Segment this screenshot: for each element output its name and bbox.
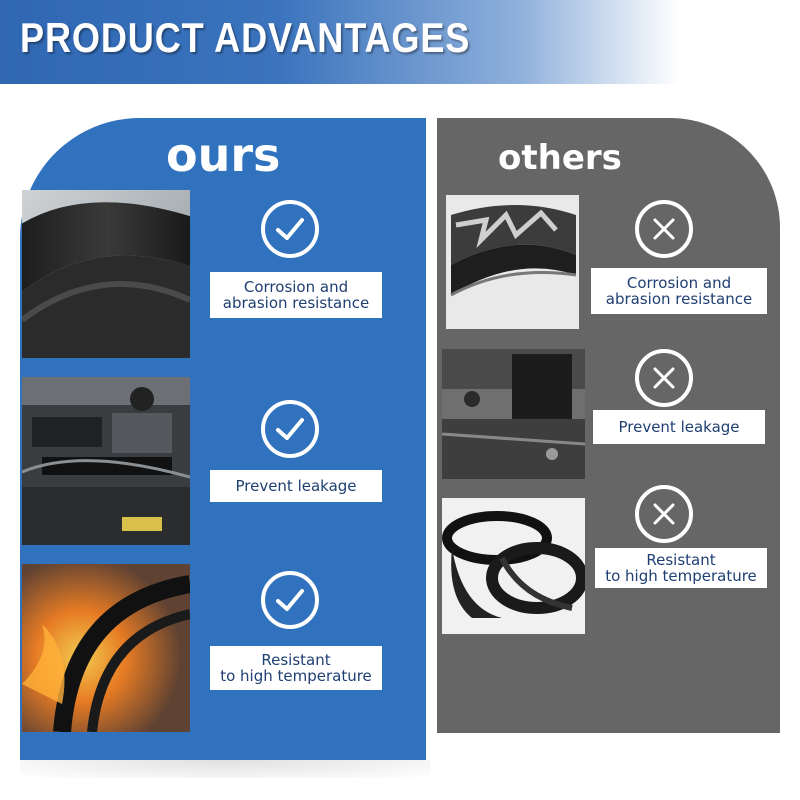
others-cross-icon-1 <box>635 200 693 258</box>
ours-seal-photo <box>22 190 190 358</box>
ours-check-icon-2 <box>261 400 319 458</box>
ours-fire-photo <box>22 564 190 732</box>
others-melted-seal-photo <box>442 498 585 634</box>
page-title: PRODUCT ADVANTAGES <box>20 14 471 61</box>
ours-check-icon-3 <box>261 571 319 629</box>
ours-check-icon-1 <box>261 200 319 258</box>
ours-panel-shadow <box>20 760 430 778</box>
others-cross-icon-2 <box>635 349 693 407</box>
ours-engine-photo <box>22 377 190 545</box>
header-banner: PRODUCT ADVANTAGES <box>0 0 800 84</box>
ours-title: ours <box>166 128 281 182</box>
others-cracked-seal-photo <box>446 195 579 329</box>
others-cross-icon-3 <box>635 485 693 543</box>
others-label-2: Prevent leakage <box>593 410 765 444</box>
ours-label-2: Prevent leakage <box>210 470 382 502</box>
others-leaking-engine-photo <box>442 349 585 479</box>
others-title: others <box>498 138 622 178</box>
